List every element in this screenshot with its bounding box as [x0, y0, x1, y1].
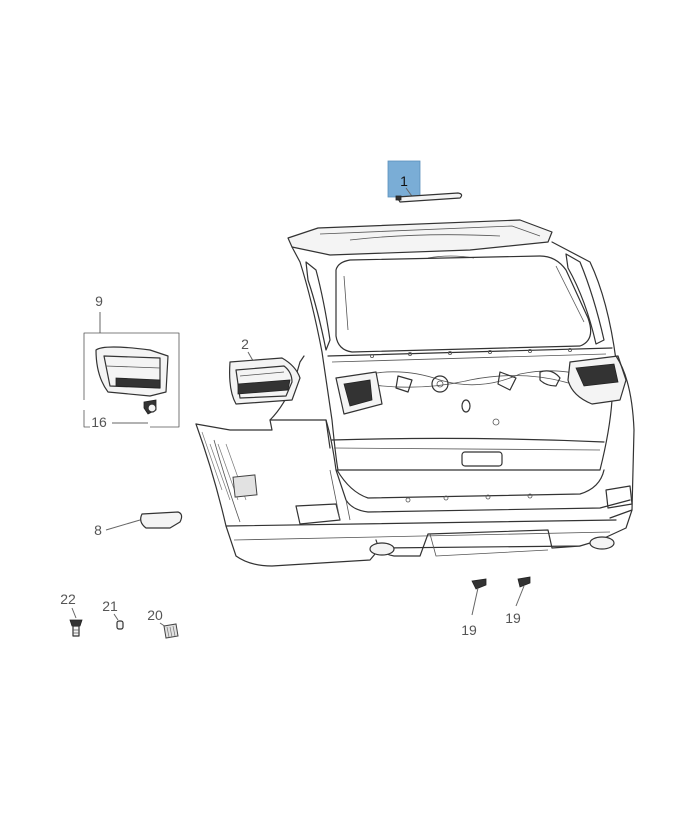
- callout-9-label: 9: [95, 293, 103, 309]
- bumper-clip-right: [517, 576, 531, 588]
- inner-tail-lamp: [229, 357, 301, 405]
- callout-20-label: 21: [102, 598, 118, 614]
- callout-16[interactable]: 16: [91, 414, 148, 430]
- callout-21[interactable]: 20: [147, 607, 179, 639]
- spoiler-reflector: [395, 192, 463, 203]
- callout-19-right[interactable]: 19: [505, 576, 531, 626]
- callout-20[interactable]: 21: [102, 598, 124, 630]
- rear-reflector: [140, 511, 183, 529]
- lamp-kit-box: [83, 332, 180, 428]
- callout-1-label: 1: [400, 173, 408, 189]
- callout-19-left-label: 19: [461, 622, 477, 638]
- callout-1[interactable]: 1: [387, 160, 421, 200]
- callout-21-label: 20: [147, 607, 163, 623]
- callout-22-label: 22: [60, 591, 76, 607]
- callout-2-label: 2: [241, 336, 249, 352]
- callout-19-left[interactable]: 19: [461, 578, 487, 638]
- callout-8-label: 8: [94, 522, 102, 538]
- liftgate: [287, 219, 627, 499]
- callout-8[interactable]: 8: [94, 519, 141, 538]
- callout-22[interactable]: 22: [60, 591, 83, 637]
- callout-16-label: 16: [91, 414, 107, 430]
- callout-19-right-label: 19: [505, 610, 521, 626]
- push-pin: [69, 619, 83, 637]
- outer-tail-lamp: [95, 346, 169, 415]
- callout-1-highlight: [387, 160, 421, 198]
- grommet: [116, 620, 124, 630]
- pad: [163, 623, 179, 639]
- rear-bumper: [195, 355, 635, 567]
- bumper-clip-left: [471, 578, 487, 590]
- callout-9[interactable]: 9: [95, 293, 103, 333]
